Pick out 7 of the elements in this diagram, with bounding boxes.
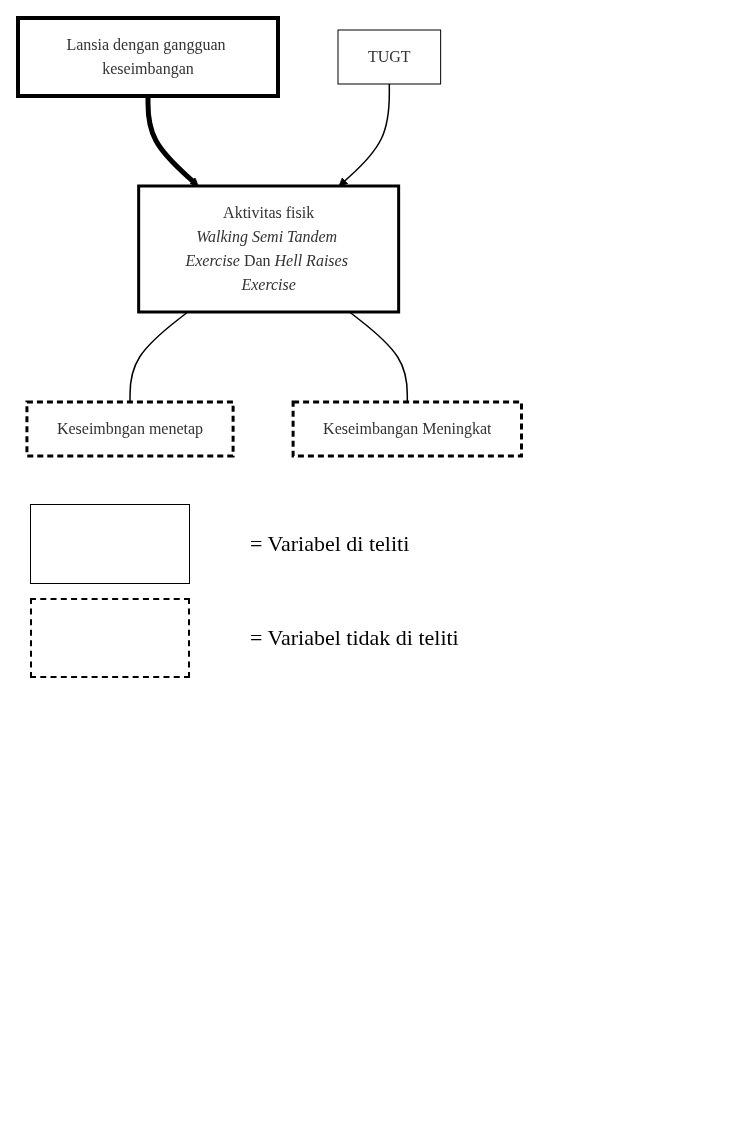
node-box: TUGT (337, 29, 442, 85)
node-box: Keseimbangan Meningkat (291, 400, 523, 458)
node-box: Aktivitas fisik Walking Semi Tandem Exercise Dan Hell Raises Exercise (137, 184, 401, 314)
legend-text: = Variabel di teliti (250, 531, 410, 557)
legend-text: = Variabel tidak di teliti (250, 625, 459, 651)
node-box: Keseimbngan menetap (25, 400, 235, 458)
node-box: Lansia dengan gangguan keseimbangan (16, 16, 280, 98)
